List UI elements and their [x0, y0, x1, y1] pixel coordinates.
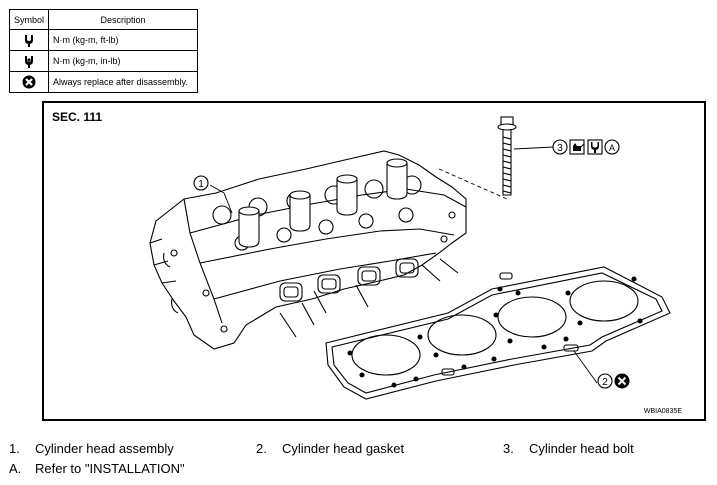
bolt-path-dashed-line: [438, 168, 508, 200]
legend-row-text: N·m (kg-m, in-lb): [48, 50, 198, 72]
svg-text:3: 3: [557, 143, 563, 154]
legend-row-text: N·m (kg-m, ft-lb): [48, 29, 198, 51]
caption-number: 1.: [9, 441, 20, 456]
cylinder-head-gasket: [325, 266, 671, 400]
figure-code: WBIA0835E: [643, 408, 682, 415]
caption-text: Cylinder head bolt: [529, 441, 634, 456]
caption-a: A. Refer to "INSTALLATION": [9, 461, 185, 476]
cylinder-head-bolt: [497, 116, 517, 196]
caption-1: 1. Cylinder head assembly: [9, 441, 174, 456]
legend-header-description: Description: [48, 9, 198, 30]
callout-2: 2: [597, 373, 613, 389]
caption-3: 3. Cylinder head bolt: [503, 441, 634, 456]
caption-number: A.: [9, 461, 22, 476]
legend-header-symbol: Symbol: [9, 9, 49, 30]
section-label: SEC. 111: [52, 110, 103, 124]
caption-text: Cylinder head assembly: [35, 441, 174, 456]
legend-row: N·m (kg-m, in-lb): [9, 50, 198, 72]
caption-text: Refer to "INSTALLATION": [35, 461, 185, 476]
legend-row: N·m (kg-m, ft-lb): [9, 29, 198, 51]
symbol-legend-table: Symbol Description N·m (kg-m, ft-lb): [9, 9, 198, 93]
callout-leader-1: [209, 184, 233, 214]
torque-wrench-icon: [587, 139, 603, 155]
legend-row-text: Always replace after disassembly.: [48, 71, 198, 93]
legend-row: Always replace after disassembly.: [9, 71, 198, 93]
callout-leader-2: [573, 350, 598, 384]
callout-3: 3: [552, 139, 568, 155]
caption-number: 3.: [503, 441, 514, 456]
diagram-frame: SEC. 111: [42, 101, 706, 421]
svg-text:2: 2: [602, 377, 608, 388]
cylinder-head-assembly: [149, 150, 467, 350]
exploded-diagram: 1 3 A 2: [149, 116, 671, 400]
caption-number: 2.: [256, 441, 267, 456]
oil-can-icon: [569, 139, 585, 155]
callout-1: 1: [193, 175, 209, 191]
torque-wrench-inlb-icon: [25, 56, 33, 68]
torque-wrench-icon: [25, 35, 33, 47]
always-replace-icon: [22, 75, 36, 89]
callout-leader-3: [513, 146, 554, 150]
svg-text:1: 1: [198, 179, 204, 190]
always-replace-icon: [614, 373, 630, 389]
caption-text: Cylinder head gasket: [282, 441, 405, 456]
svg-text:A: A: [609, 143, 615, 153]
caption-2: 2. Cylinder head gasket: [256, 441, 404, 456]
callout-a: A: [604, 139, 620, 155]
